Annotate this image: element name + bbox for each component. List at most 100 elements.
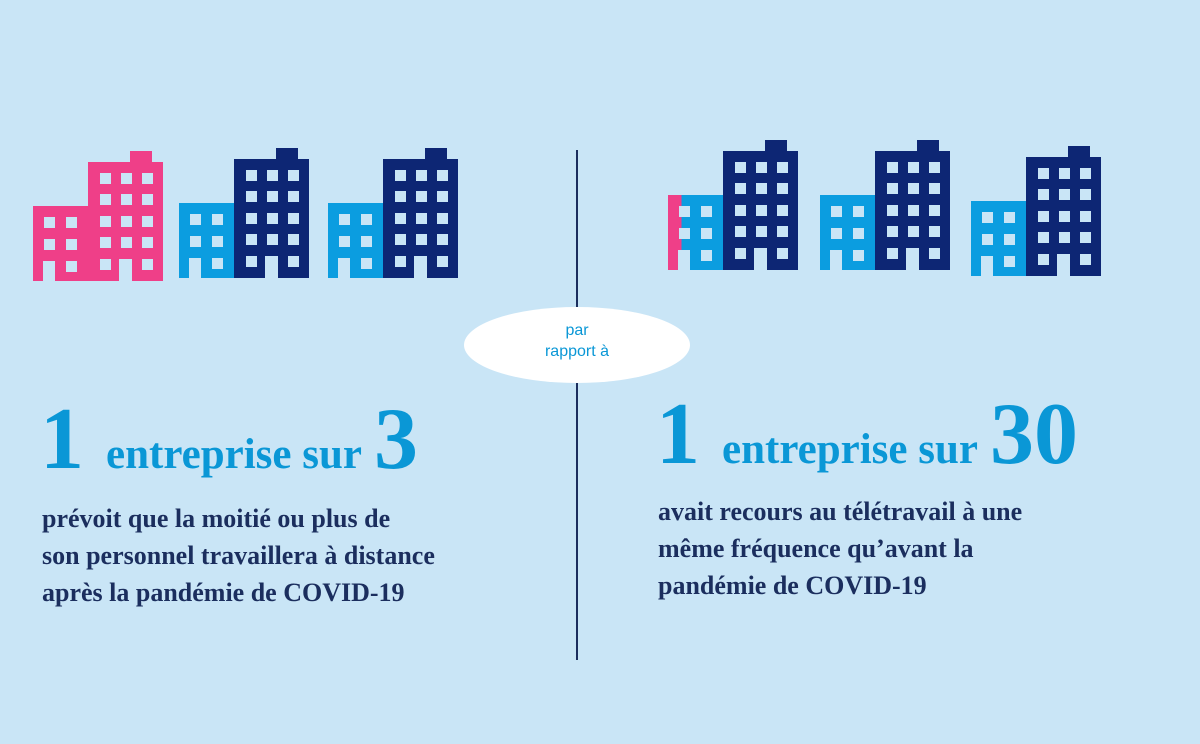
window: [982, 212, 993, 223]
right-buildings-pictogram: [668, 140, 1101, 277]
window: [437, 213, 448, 224]
window: [267, 234, 278, 245]
window: [1038, 168, 1049, 179]
window: [929, 205, 940, 216]
window: [887, 248, 898, 259]
window: [100, 237, 111, 248]
window: [437, 191, 448, 202]
window: [361, 214, 372, 225]
window: [1059, 232, 1070, 243]
window: [416, 234, 427, 245]
window: [887, 162, 898, 173]
window: [831, 206, 842, 217]
window: [246, 191, 257, 202]
window: [679, 228, 690, 239]
window: [887, 205, 898, 216]
window: [121, 237, 132, 248]
building-icon: [33, 151, 163, 282]
comparison-line-2: rapport à: [544, 343, 610, 360]
window: [735, 205, 746, 216]
window: [777, 162, 788, 173]
window: [437, 234, 448, 245]
window: [66, 239, 77, 250]
window: [929, 162, 940, 173]
window: [395, 170, 406, 181]
building-icon: [328, 148, 458, 279]
window: [679, 206, 690, 217]
window: [853, 250, 864, 261]
window: [831, 228, 842, 239]
window: [1080, 254, 1091, 265]
window: [416, 213, 427, 224]
window: [288, 234, 299, 245]
window: [212, 236, 223, 247]
window: [777, 248, 788, 259]
window: [929, 226, 940, 237]
left-line-2: son personnel travaillera à distance: [42, 541, 435, 570]
window: [1080, 189, 1091, 200]
window: [1080, 232, 1091, 243]
window: [735, 248, 746, 259]
window: [1038, 254, 1049, 265]
window: [361, 236, 372, 247]
window: [756, 226, 767, 237]
divider-line: [576, 150, 578, 660]
door: [414, 256, 427, 279]
building-icon: [179, 148, 309, 279]
window: [1038, 211, 1049, 222]
window: [142, 194, 153, 205]
window: [121, 194, 132, 205]
window: [887, 226, 898, 237]
window: [395, 234, 406, 245]
building-icon: [820, 140, 950, 271]
window: [853, 206, 864, 217]
window: [190, 214, 201, 225]
left-buildings-pictogram: [33, 148, 458, 282]
window: [395, 191, 406, 202]
window: [339, 214, 350, 225]
building-icon: [668, 140, 798, 271]
door: [906, 248, 919, 271]
window: [100, 194, 111, 205]
door: [265, 256, 278, 279]
window: [1038, 232, 1049, 243]
window: [1004, 256, 1015, 267]
left-headline: 1 entreprise sur 3: [40, 396, 418, 484]
window: [288, 213, 299, 224]
right-description: avait recours au télétravail à une même …: [658, 493, 1022, 604]
window: [246, 256, 257, 267]
right-numerator: 1: [656, 386, 700, 483]
window: [121, 173, 132, 184]
window: [66, 261, 77, 272]
window: [1038, 189, 1049, 200]
door: [119, 259, 132, 282]
window: [142, 173, 153, 184]
window: [777, 226, 788, 237]
door: [981, 256, 993, 277]
window: [756, 183, 767, 194]
window: [142, 259, 153, 270]
right-denominator: 30: [989, 386, 1078, 483]
window: [66, 217, 77, 228]
window: [288, 256, 299, 267]
right-phrase: entreprise sur: [722, 426, 978, 473]
window: [246, 213, 257, 224]
door: [830, 250, 842, 271]
window: [1080, 211, 1091, 222]
comparison-line-1: par: [565, 322, 589, 339]
window: [212, 214, 223, 225]
window: [437, 170, 448, 181]
window: [908, 205, 919, 216]
window: [395, 213, 406, 224]
window: [288, 191, 299, 202]
left-description: prévoit que la moitié ou plus de son per…: [42, 500, 435, 611]
window: [1059, 189, 1070, 200]
window: [190, 236, 201, 247]
right-line-1: avait recours au télétravail à une: [658, 497, 1023, 526]
window: [1059, 211, 1070, 222]
window: [44, 239, 55, 250]
left-line-1: prévoit que la moitié ou plus de: [42, 504, 391, 533]
window: [908, 162, 919, 173]
window: [701, 250, 712, 261]
right-line-3: pandémie de COVID-19: [658, 571, 927, 600]
